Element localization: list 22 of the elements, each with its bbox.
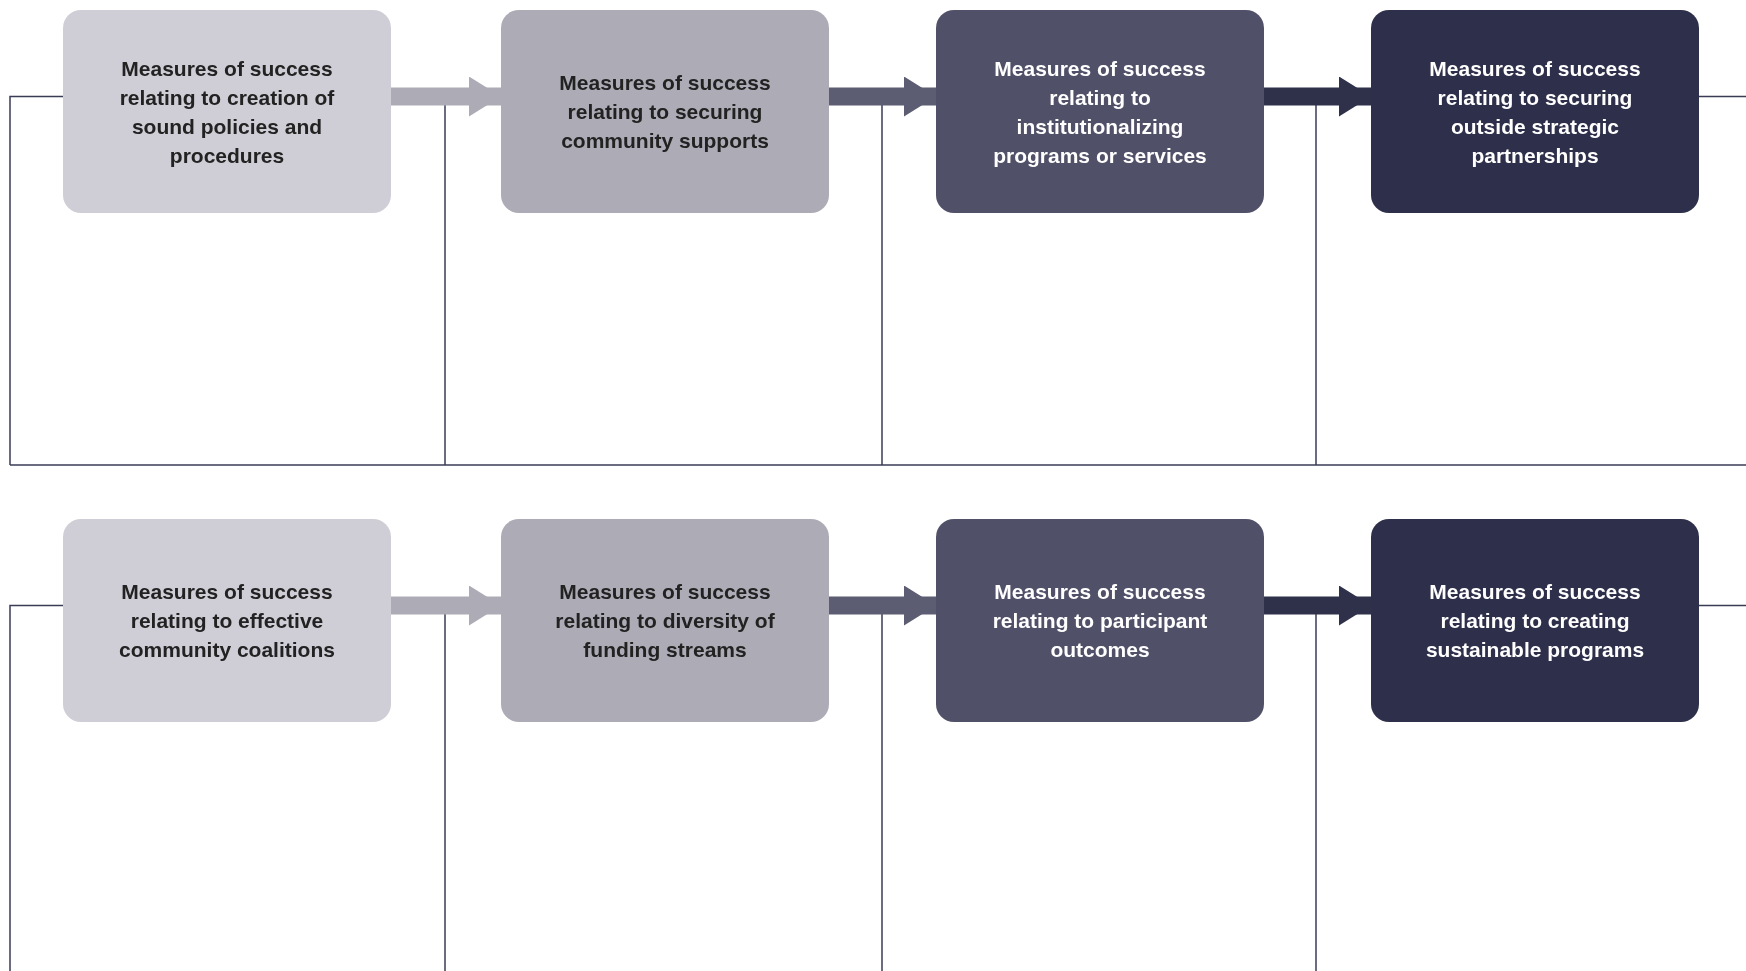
measure-box bbox=[63, 519, 391, 722]
measure-box bbox=[1371, 519, 1699, 722]
box-label: Measures of success relating to diversity of funding streams bbox=[554, 579, 776, 663]
box-label: Measures of success relating to securing community supports bbox=[558, 70, 772, 154]
arrow bbox=[1264, 585, 1371, 626]
measure-box bbox=[63, 10, 391, 213]
arrow bbox=[829, 76, 936, 117]
arrow bbox=[391, 76, 501, 117]
box-label: Measures of success relating to institutionalizing programs or services bbox=[992, 55, 1208, 169]
arrow bbox=[1264, 76, 1371, 117]
measure-box bbox=[936, 10, 1264, 213]
box-label: Measures of success relating to creation of sound policies and procedures bbox=[118, 55, 336, 169]
box-label: Measures of success relating to securing outside strategic partnerships bbox=[1428, 55, 1642, 169]
measure-box bbox=[936, 519, 1264, 722]
arrow bbox=[391, 585, 501, 626]
measure-box bbox=[501, 519, 829, 722]
arrow bbox=[829, 585, 936, 626]
measure-box bbox=[1371, 10, 1699, 213]
box-label: Measures of success relating to participant outcomes bbox=[991, 579, 1209, 663]
box-label: Measures of success relating to creating sustainable programs bbox=[1424, 579, 1646, 663]
box-label: Measures of success relating to effective community coalitions bbox=[118, 579, 336, 663]
measure-box bbox=[501, 10, 829, 213]
